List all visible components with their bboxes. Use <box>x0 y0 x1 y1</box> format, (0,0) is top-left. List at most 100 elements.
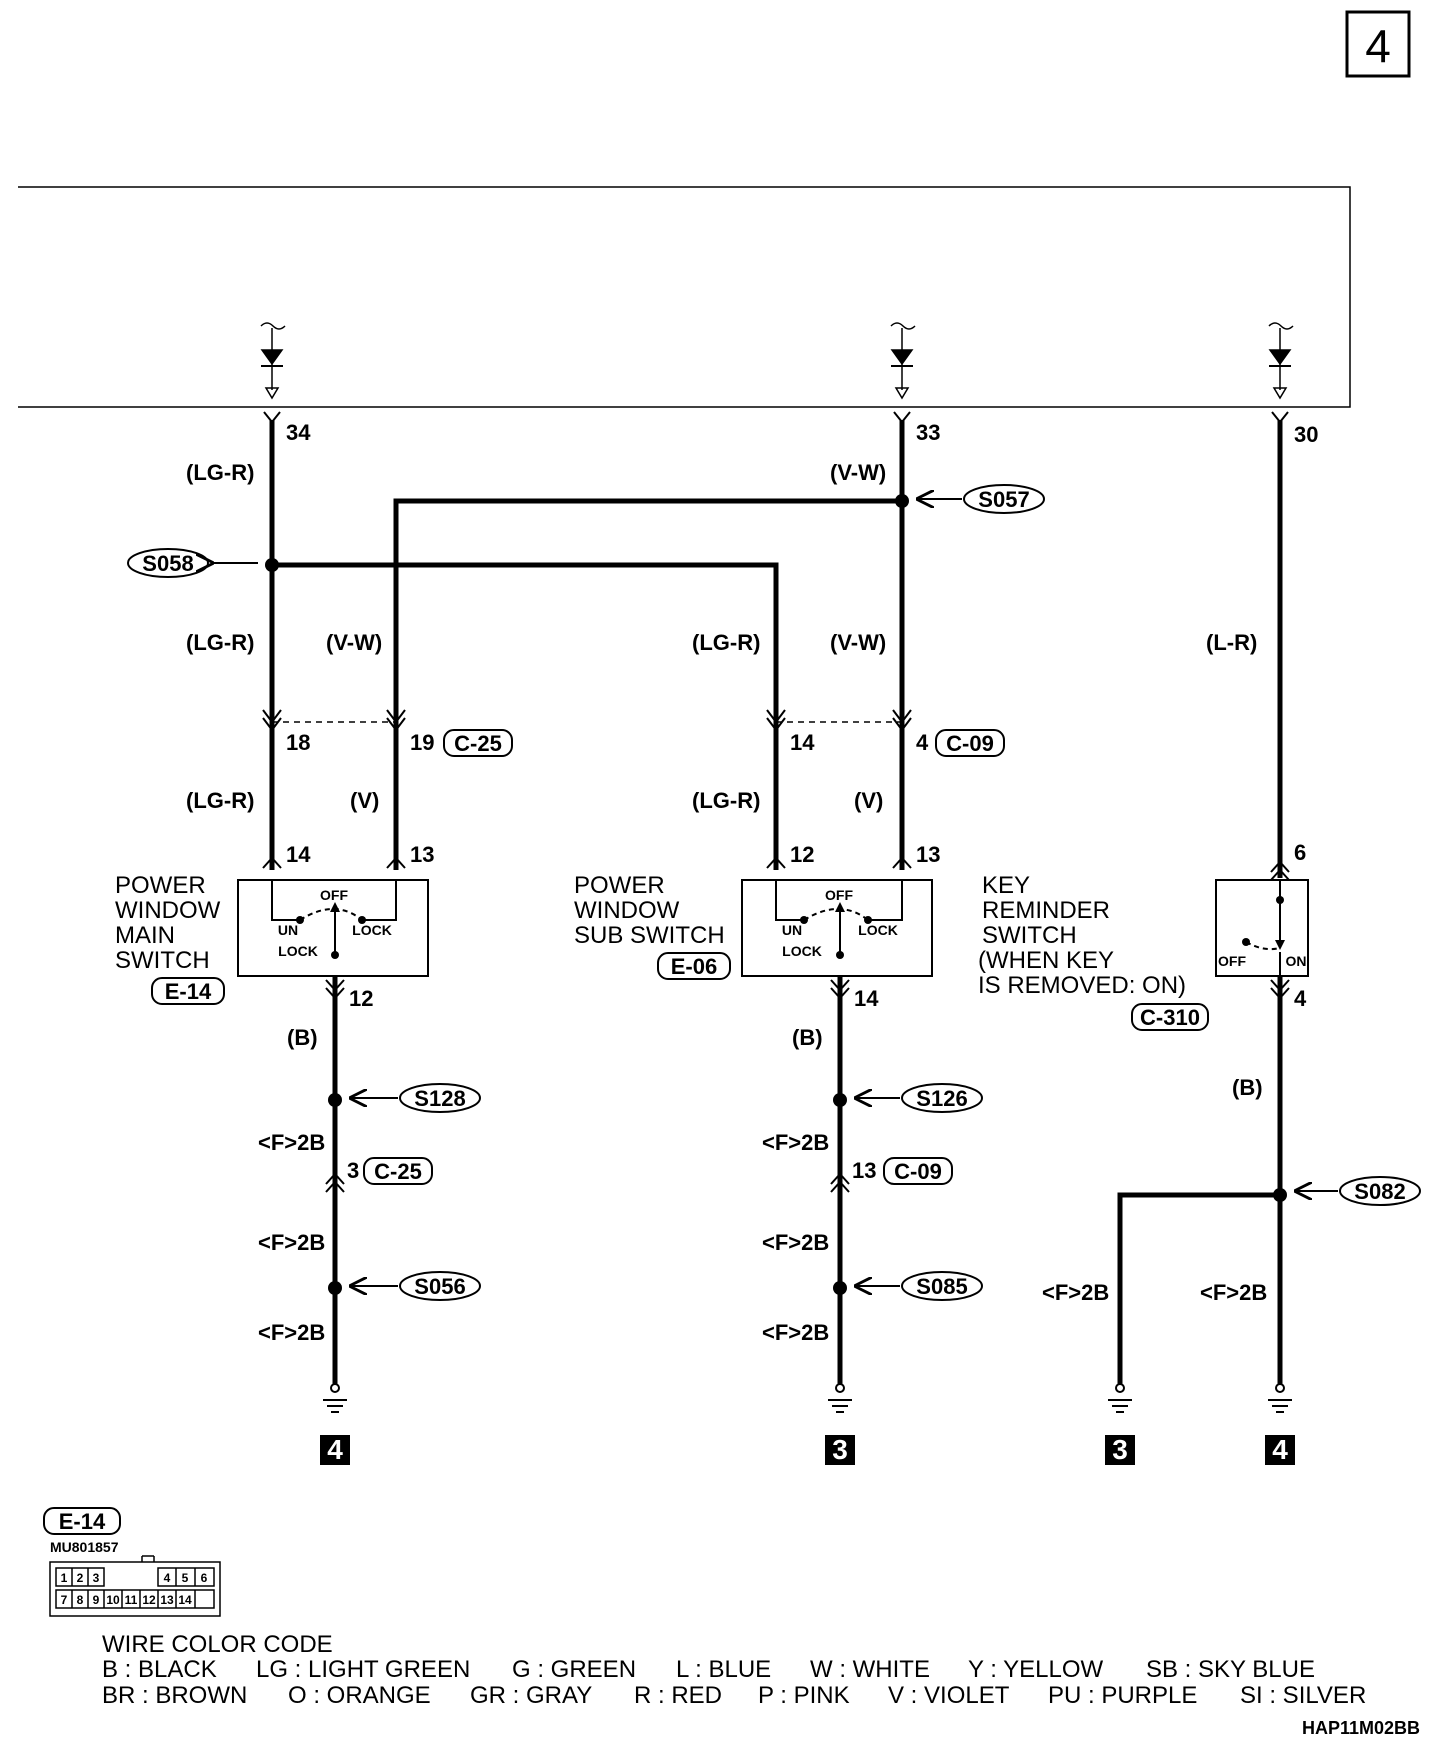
ground-symbols <box>323 1383 1292 1413</box>
connector-e14: E-14 <box>165 979 212 1004</box>
wire-label-b-1: (B) <box>287 1025 318 1050</box>
pin-label-9: 9 <box>93 1593 100 1607</box>
splice-s058: S058 <box>142 551 193 576</box>
ground-point-3-mid: 3 <box>832 1434 848 1465</box>
color-code-p: P : PINK <box>758 1682 850 1709</box>
connector-c25-bottom: C-25 <box>374 1159 422 1184</box>
color-code-gr: GR : GRAY <box>470 1682 592 1709</box>
wire-label-lg-r-2: (LG-R) <box>186 630 254 655</box>
splice-labels <box>127 484 1421 1301</box>
pin-label-13: 13 <box>160 1593 174 1607</box>
color-code-pu: PU : PURPLE <box>1048 1682 1197 1709</box>
terminal-33: 33 <box>916 420 940 445</box>
splice-s085: S085 <box>916 1274 967 1299</box>
ground-point-3-right: 3 <box>1112 1434 1128 1465</box>
pin-label-6: 6 <box>201 1571 208 1585</box>
key-switch-name-1: KEY <box>982 872 1030 899</box>
color-code-y: Y : YELLOW <box>968 1656 1104 1683</box>
key-switch-off: OFF <box>1218 953 1246 969</box>
pin-4-key-out: 4 <box>1294 986 1307 1011</box>
connector-e06: E-06 <box>671 954 717 979</box>
wire-label-f2b-2: <F>2B <box>762 1130 829 1155</box>
color-code-r: R : RED <box>634 1682 722 1709</box>
sub-switch-off: OFF <box>825 887 853 903</box>
main-switch-contacts <box>271 880 397 955</box>
pin-3-c25: 3 <box>347 1158 359 1183</box>
key-switch-name-5: IS REMOVED: ON) <box>978 972 1186 999</box>
pin-14-c09: 14 <box>790 730 815 755</box>
ground-point-4-left: 4 <box>327 1434 343 1465</box>
terminal-34: 34 <box>286 420 311 445</box>
main-switch-unlock: LOCK <box>278 943 318 959</box>
key-switch-name-4: (WHEN KEY <box>978 947 1114 974</box>
wire-label-b-2: (B) <box>792 1025 823 1050</box>
color-code-g: G : GREEN <box>512 1656 636 1683</box>
splice-s057: S057 <box>978 487 1029 512</box>
internal-diode-30 <box>1268 322 1294 400</box>
connector-c09-top: C-09 <box>946 731 994 756</box>
terminal-marks <box>263 411 1289 424</box>
pin-label-14: 14 <box>178 1593 192 1607</box>
sub-switch-box <box>741 879 933 977</box>
main-switch-name-3: MAIN <box>115 922 175 949</box>
connector-c310: C-310 <box>1140 1005 1200 1030</box>
connector-pinout <box>49 1555 221 1617</box>
wire-label-f2b-3: <F>2B <box>258 1230 325 1255</box>
pin-label-2: 2 <box>77 1571 84 1585</box>
main-switch-un: UN <box>278 922 298 938</box>
wire-label-v-w-1: (V-W) <box>830 460 886 485</box>
wire-label-f2b-4: <F>2B <box>762 1230 829 1255</box>
wire-label-v-w-3: (V-W) <box>830 630 886 655</box>
page-number: 4 <box>1365 20 1391 72</box>
pin-14-sub-out: 14 <box>854 986 879 1011</box>
key-switch-name-3: SWITCH <box>982 922 1077 949</box>
sub-switch-name-1: POWER <box>574 872 665 899</box>
color-code-lg: LG : LIGHT GREEN <box>256 1656 470 1683</box>
wire-label-lg-r-3: (LG-R) <box>692 630 760 655</box>
sub-switch-name-2: WINDOW <box>574 897 680 924</box>
wire-label-f2b-6: <F>2B <box>762 1320 829 1345</box>
wire-label-v-w-2: (V-W) <box>326 630 382 655</box>
pin-13-sub: 13 <box>916 842 940 867</box>
internal-diode-34 <box>260 322 286 400</box>
wire-label-l-r: (L-R) <box>1206 630 1257 655</box>
drawing-code: HAP11M02BB <box>1302 1718 1420 1738</box>
pin-label-1: 1 <box>61 1571 68 1585</box>
pin-12-main-out: 12 <box>349 986 373 1011</box>
splice-s082: S082 <box>1354 1179 1405 1204</box>
pin-label-7: 7 <box>61 1593 68 1607</box>
control-unit-box <box>18 186 1351 408</box>
pin-19: 19 <box>410 730 434 755</box>
pin-label-3: 3 <box>93 1571 100 1585</box>
pin-label-11: 11 <box>125 1593 138 1607</box>
splice-s126: S126 <box>916 1086 967 1111</box>
color-code-l: L : BLUE <box>676 1656 771 1683</box>
color-code-o: O : ORANGE <box>288 1682 431 1709</box>
page-number-box <box>1345 10 1411 78</box>
splice-s128: S128 <box>414 1086 465 1111</box>
main-switch-name-2: WINDOW <box>115 897 221 924</box>
pin-13-c09: 13 <box>852 1158 876 1183</box>
pin-13-main: 13 <box>410 842 434 867</box>
pin-label-8: 8 <box>77 1593 84 1607</box>
key-switch-name-2: REMINDER <box>982 897 1110 924</box>
key-switch-box <box>1215 879 1309 977</box>
sub-switch-un: UN <box>782 922 802 938</box>
main-switch-off: OFF <box>320 887 348 903</box>
wire-label-f2b-7: <F>2B <box>1042 1280 1109 1305</box>
wire-color-code-title: WIRE COLOR CODE <box>102 1631 333 1658</box>
ground-point-4-right: 4 <box>1272 1434 1288 1465</box>
pin-14-main: 14 <box>286 842 311 867</box>
key-switch-on: ON <box>1286 953 1307 969</box>
pin-label-10: 10 <box>106 1593 120 1607</box>
color-code-si: SI : SILVER <box>1240 1682 1366 1709</box>
key-switch-contacts <box>1245 880 1281 976</box>
connector-c25-top: C-25 <box>454 731 502 756</box>
color-code-sb: SB : SKY BLUE <box>1146 1656 1315 1683</box>
sub-switch-name-3: SUB SWITCH <box>574 922 725 949</box>
connector-c09-bottom: C-09 <box>894 1159 942 1184</box>
wire-label-v-2: (V) <box>854 788 883 813</box>
sub-switch-unlock: LOCK <box>782 943 822 959</box>
wire-label-lg-r-4: (LG-R) <box>186 788 254 813</box>
